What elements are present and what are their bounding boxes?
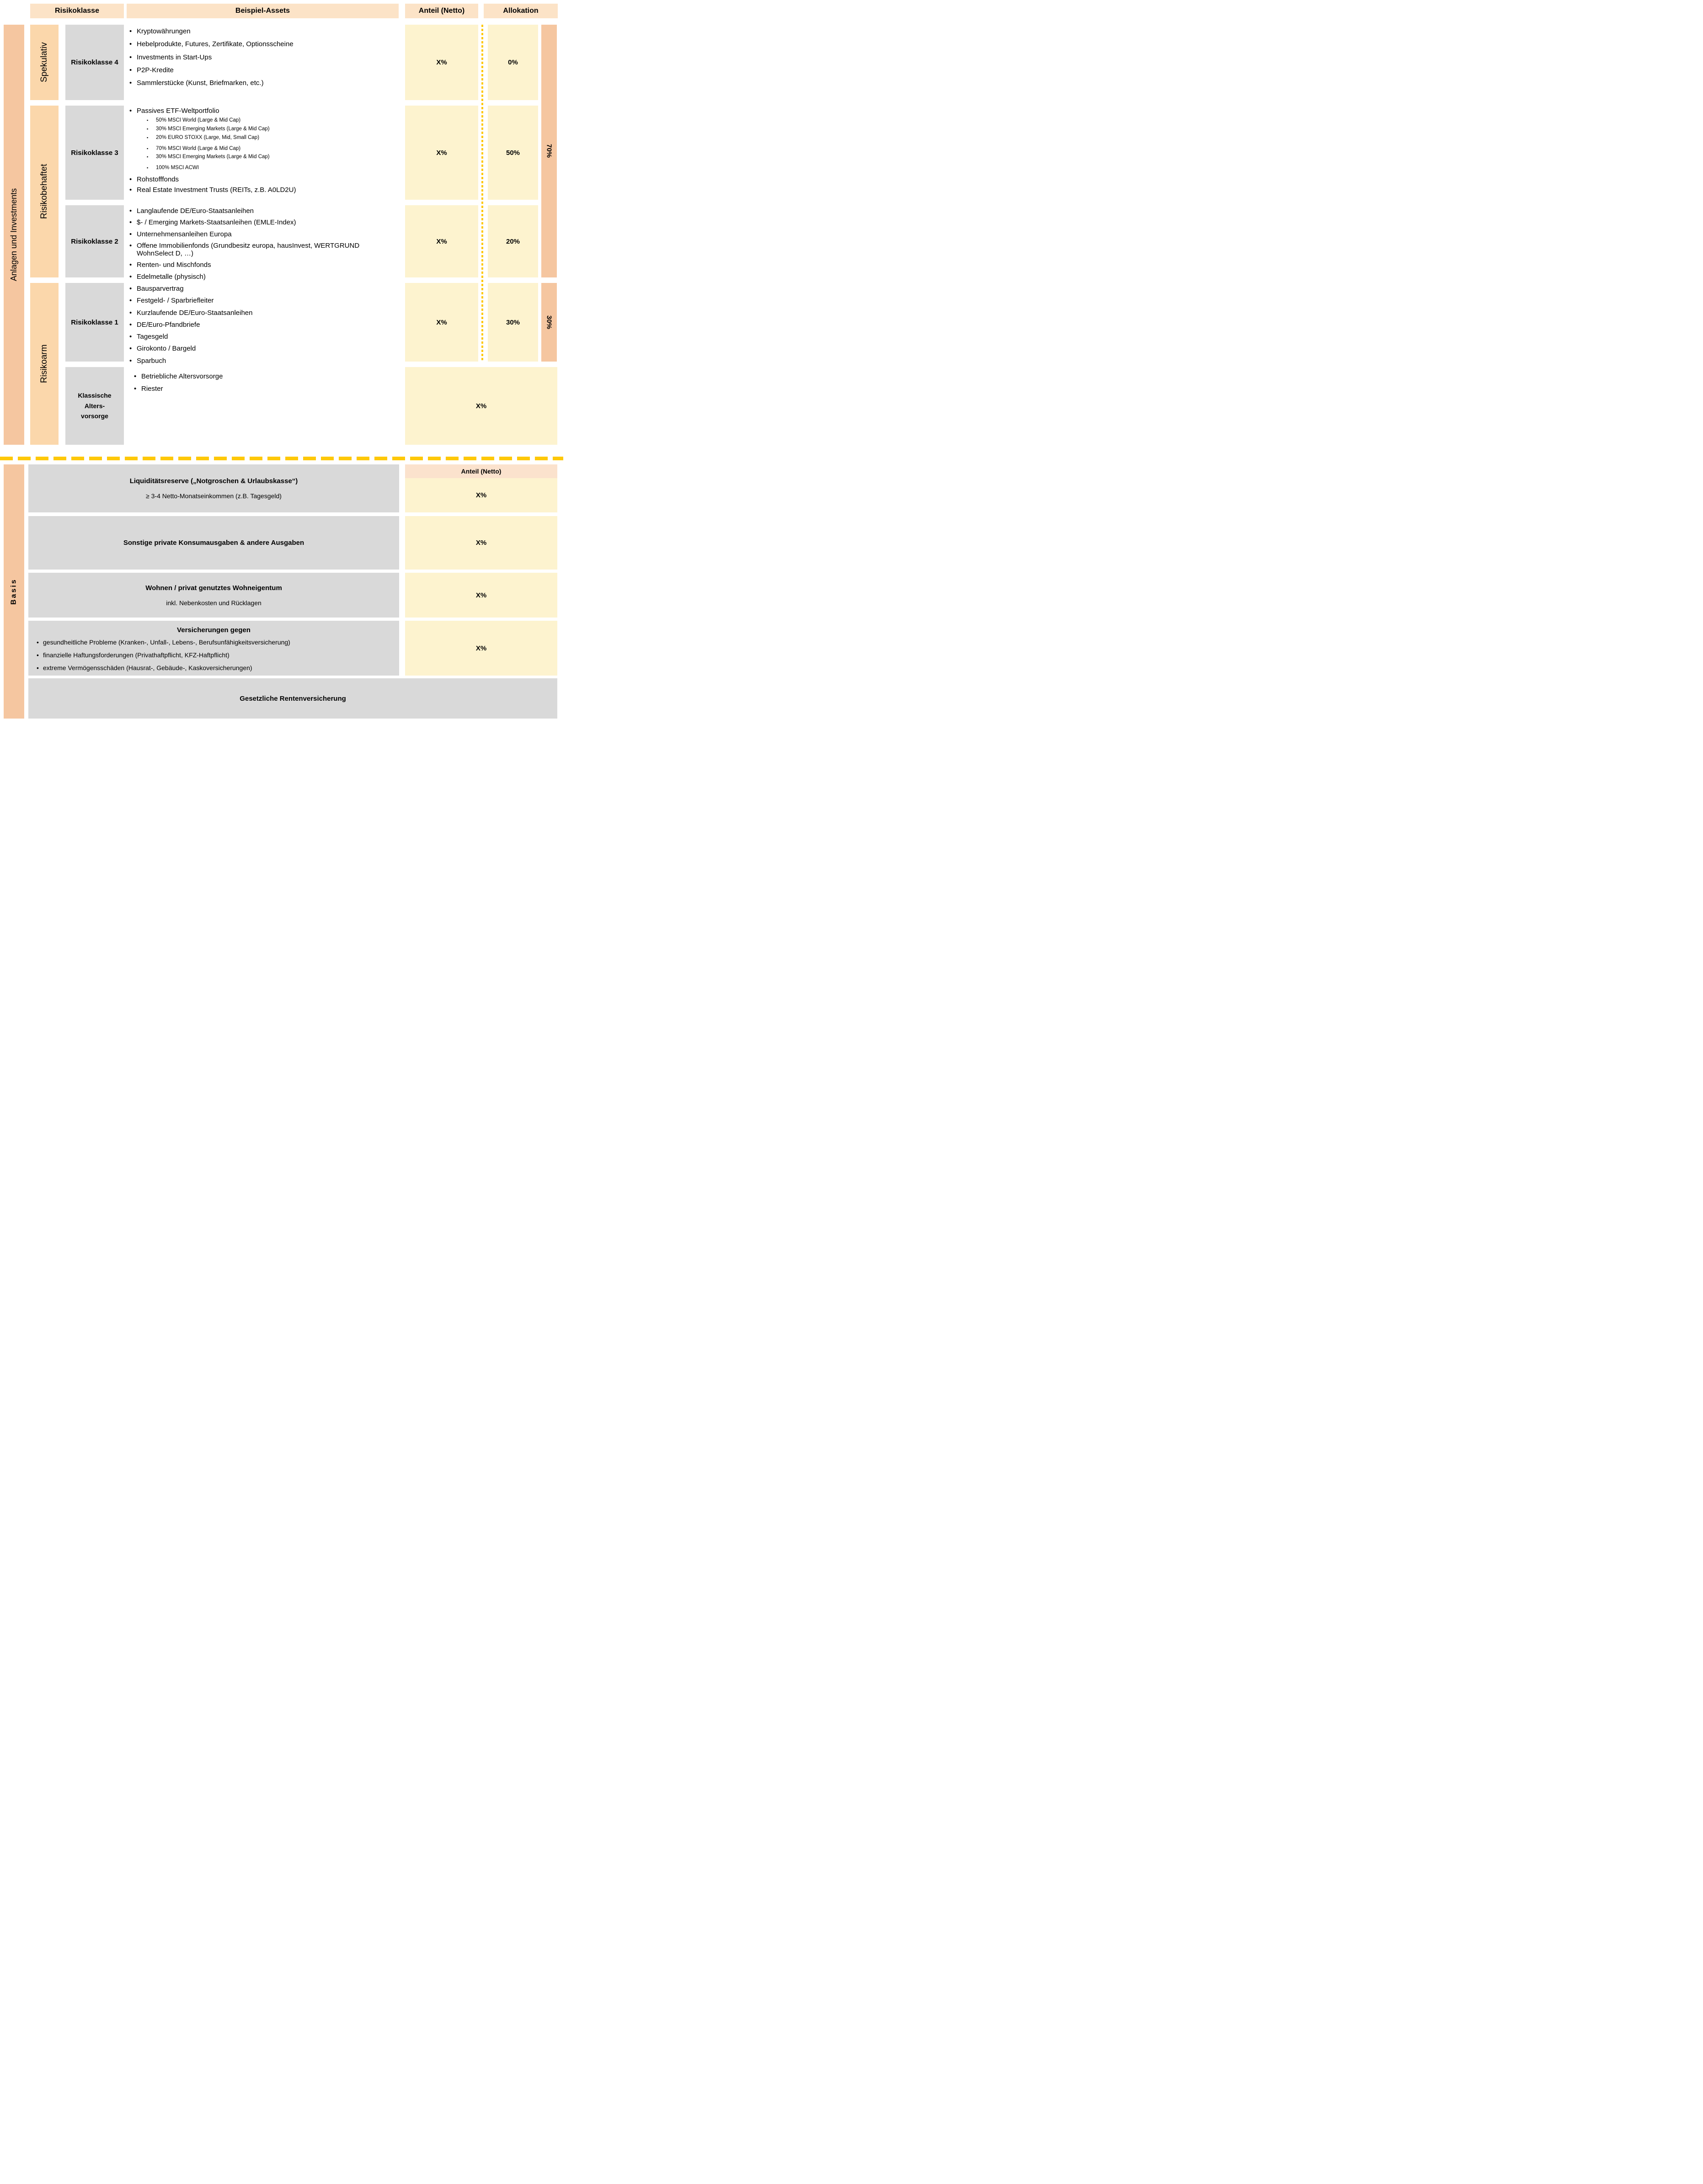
row-title: Versicherungen gegen: [177, 626, 251, 634]
list-item: Hebelprodukte, Futures, Zertifikate, Opt…: [127, 40, 399, 48]
asset-list-risikoklasse-4: Kryptowährungen Hebelprodukte, Futures, …: [127, 25, 399, 100]
class-box-risikoklasse-3: Risikoklasse 3: [65, 106, 124, 200]
asset-list-klassische-altersvorsorge: Betriebliche Altersvorsorge Riester: [131, 367, 399, 445]
row-title: Liquiditätsreserve („Notgroschen & Urlau…: [129, 477, 298, 485]
list-item: Investments in Start-Ups: [127, 53, 399, 62]
basis-row-gesetzliche-rentenversicherung: Gesetzliche Rentenversicherung: [28, 678, 557, 719]
sidebar-basis: Basis: [4, 464, 24, 719]
klassische-line-2: Alters-: [84, 402, 105, 410]
sidebar-anlagen-label: Anlagen und Investments: [9, 188, 18, 282]
list-item: Betriebliche Altersvorsorge: [131, 373, 399, 381]
header-anteil-netto: Anteil (Netto): [405, 4, 478, 18]
anteil-box-klassische: X%: [405, 367, 557, 445]
class-box-risikoklasse-1: Risikoklasse 1: [65, 283, 124, 362]
sub-list-item: 30% MSCI Emerging Markets (Large & Mid C…: [127, 126, 399, 133]
basis-anteil-box-2: X%: [405, 516, 557, 570]
group-label-risikoarm: Risikoarm: [39, 344, 49, 384]
list-item: Langlaufende DE/Euro-Staatsanleihen: [127, 207, 396, 215]
list-item: Kryptowährungen: [127, 27, 399, 36]
group-label-spekulativ: Spekulativ: [39, 42, 49, 83]
basis-row-konsumausgaben: Sonstige private Konsumausgaben & andere…: [28, 516, 399, 570]
group-label-risikobehaftet: Risikobehaftet: [39, 164, 49, 219]
sub-list-item: 50% MSCI World (Large & Mid Cap): [127, 117, 399, 124]
sub-list-item: 70% MSCI World (Large & Mid Cap): [127, 146, 399, 152]
allokation-box-rk4: 0%: [488, 25, 538, 100]
list-item: P2P-Kredite: [127, 66, 399, 75]
list-item: Sammlerstücke (Kunst, Briefmarken, etc.): [127, 79, 399, 87]
list-item: Renten- und Mischfonds: [127, 261, 396, 269]
anteil-box-rk1: X%: [405, 283, 478, 362]
sub-list-item: 20% EURO STOXX (Large, Mid, Small Cap): [127, 135, 399, 141]
list-item: Rohstofffonds: [127, 176, 399, 184]
list-item: $- / Emerging Markets-Staatsanleihen (EM…: [127, 218, 396, 227]
aggregate-label-70: 70%: [545, 144, 553, 158]
aggregate-bar-safe-30: 30%: [541, 283, 557, 362]
allokation-box-rk3: 50%: [488, 106, 538, 200]
list-item: Unternehmensanleihen Europa: [127, 230, 396, 239]
list-item: Riester: [131, 385, 399, 393]
horizontal-dashed-divider: [0, 457, 563, 460]
basis-row-versicherungen: Versicherungen gegen gesundheitliche Pro…: [28, 621, 399, 676]
asset-list-risikoklasse-2: Langlaufende DE/Euro-Staatsanleihen $- /…: [127, 205, 396, 281]
risk-allocation-diagram: Risikoklasse Beispiel-Assets Anteil (Net…: [0, 0, 563, 722]
group-bar-risikobehaftet: Risikobehaftet: [30, 106, 59, 277]
anteil-box-rk3: X%: [405, 106, 478, 200]
row-title: Gesetzliche Rentenversicherung: [240, 694, 346, 703]
class-box-klassische-altersvorsorge: Klassische Alters- vorsorge: [65, 367, 124, 445]
list-item: Real Estate Investment Trusts (REITs, z.…: [127, 186, 399, 194]
anteil-box-rk2: X%: [405, 205, 478, 277]
row-subtitle: inkl. Nebenkosten und Rücklagen: [166, 599, 262, 607]
basis-anteil-box-3: X%: [405, 573, 557, 618]
list-item: gesundheitliche Probleme (Kranken-, Unfa…: [35, 639, 399, 646]
anteil-box-rk4: X%: [405, 25, 478, 100]
sidebar-anlagen-und-investments: Anlagen und Investments: [4, 25, 24, 445]
basis-row-liquiditaetsreserve: Liquiditätsreserve („Notgroschen & Urlau…: [28, 464, 399, 512]
klassische-line-1: Klassische: [78, 392, 112, 400]
list-item: Festgeld- / Sparbriefleiter: [127, 297, 399, 305]
row-title: Sonstige private Konsumausgaben & andere…: [123, 539, 304, 547]
list-item: DE/Euro-Pfandbriefe: [127, 321, 399, 329]
allokation-box-rk1: 30%: [488, 283, 538, 362]
asset-list-risikoklasse-3: Passives ETF-Weltportfolio 50% MSCI Worl…: [127, 106, 399, 200]
basis-anteil-box-4: X%: [405, 621, 557, 676]
header-beispiel-assets: Beispiel-Assets: [127, 4, 399, 18]
header-allokation: Allokation: [484, 4, 558, 18]
class-box-risikoklasse-2: Risikoklasse 2: [65, 205, 124, 277]
basis-row-wohnen: Wohnen / privat genutztes Wohneigentum i…: [28, 573, 399, 618]
group-bar-spekulativ: Spekulativ: [30, 25, 59, 100]
list-item: Sparbuch: [127, 357, 399, 365]
header-risikoklasse: Risikoklasse: [30, 4, 124, 18]
klassische-line-3: vorsorge: [81, 412, 108, 420]
list-item: Edelmetalle (physisch): [127, 273, 396, 281]
basis-anteil-header: Anteil (Netto): [405, 464, 557, 478]
sub-list-item: 30% MSCI Emerging Markets (Large & Mid C…: [127, 154, 399, 160]
sub-list-item: 100% MSCI ACWI: [127, 165, 399, 171]
allokation-box-rk2: 20%: [488, 205, 538, 277]
list-item: Passives ETF-Weltportfolio: [127, 107, 399, 115]
sidebar-basis-label: Basis: [10, 578, 18, 605]
class-box-risikoklasse-4: Risikoklasse 4: [65, 25, 124, 100]
aggregate-bar-risky-70: 70%: [541, 25, 557, 277]
row-subtitle: ≥ 3-4 Netto-Monatseinkommen (z.B. Tagesg…: [146, 492, 282, 500]
list-item: Offene Immobilienfonds (Grundbesitz euro…: [127, 242, 396, 258]
versicherungen-list: gesundheitliche Probleme (Kranken-, Unfa…: [28, 634, 399, 671]
list-item: extreme Vermögensschäden (Hausrat-, Gebä…: [35, 664, 399, 671]
list-item: Kurzlaufende DE/Euro-Staatsanleihen: [127, 309, 399, 317]
row-title: Wohnen / privat genutztes Wohneigentum: [145, 584, 282, 592]
asset-list-risikoklasse-1: Bausparvertrag Festgeld- / Sparbriefleit…: [127, 283, 399, 365]
list-item: Tagesgeld: [127, 333, 399, 341]
aggregate-label-30: 30%: [545, 315, 553, 330]
list-item: finanzielle Haftungsforderungen (Privath…: [35, 651, 399, 659]
basis-anteil-box-1: X%: [405, 478, 557, 512]
list-item: Bausparvertrag: [127, 285, 399, 293]
vertical-dashed-divider: [481, 25, 483, 362]
group-bar-risikoarm: Risikoarm: [30, 283, 59, 445]
list-item: Girokonto / Bargeld: [127, 345, 399, 353]
